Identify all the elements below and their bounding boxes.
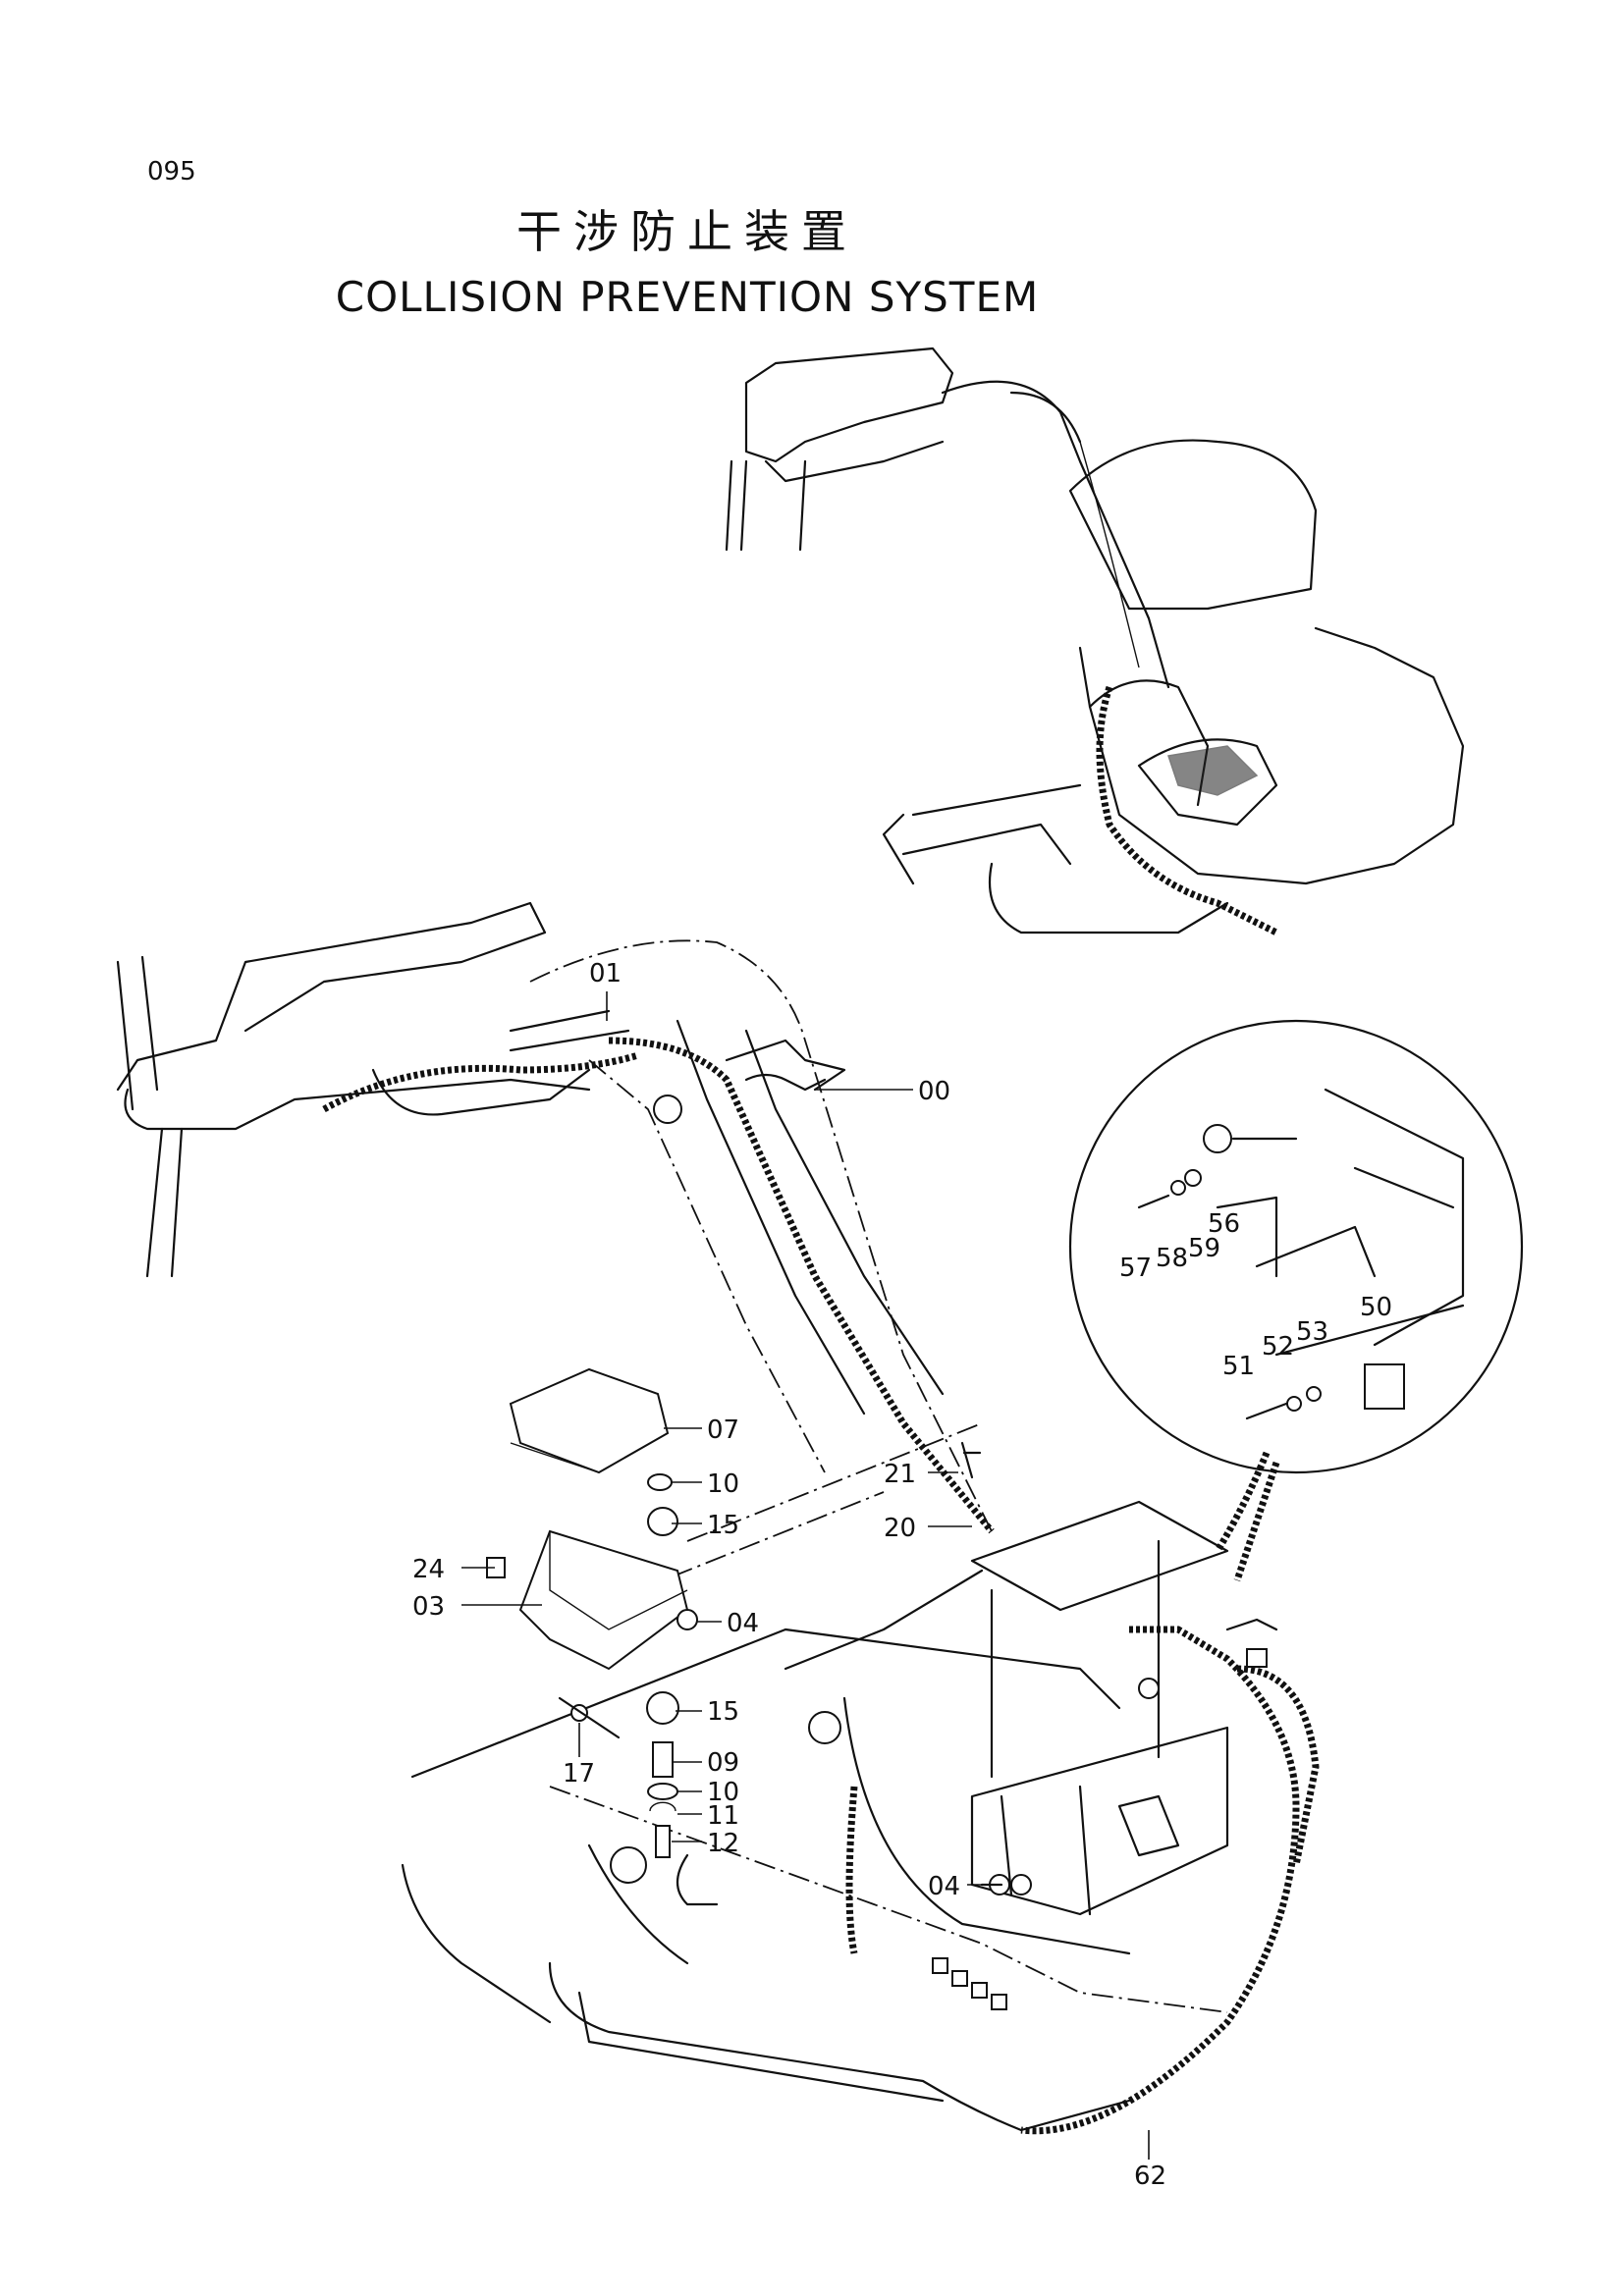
callout-leaders <box>461 991 1150 2160</box>
callout-59: 59 <box>1188 1234 1220 1263</box>
callout-04b: 04 <box>928 1872 960 1901</box>
upper-structure <box>401 1422 1228 2132</box>
callout-62: 62 <box>1134 2162 1166 2191</box>
controller-box-assembly <box>845 1500 1320 2135</box>
callout-10a: 10 <box>707 1469 739 1499</box>
callout-07: 07 <box>707 1415 739 1445</box>
callout-09: 09 <box>707 1748 739 1778</box>
callout-00: 00 <box>918 1077 950 1106</box>
callout-labels: 00 01 07 10 15 21 20 24 03 04 15 17 09 1… <box>412 959 1392 2191</box>
callout-04a: 04 <box>727 1609 759 1638</box>
callout-24: 24 <box>412 1555 445 1584</box>
callout-50: 50 <box>1360 1293 1392 1322</box>
callout-58: 58 <box>1156 1244 1188 1273</box>
callout-12: 12 <box>707 1829 739 1858</box>
title-english: COLLISION PREVENTION SYSTEM <box>335 273 1040 321</box>
callout-15b: 15 <box>707 1697 739 1727</box>
overview-excavator <box>725 347 1465 936</box>
page-number: 095 <box>147 157 196 187</box>
callout-17: 17 <box>563 1759 595 1789</box>
callout-10b: 10 <box>707 1778 739 1807</box>
callout-03: 03 <box>412 1592 445 1622</box>
callout-15a: 15 <box>707 1511 739 1540</box>
exploded-small-parts <box>486 1367 1010 1896</box>
title-chinese: 干涉防止装置 <box>516 205 858 258</box>
main-boom-arm <box>116 901 995 1534</box>
callout-53: 53 <box>1296 1317 1328 1347</box>
callout-56: 56 <box>1208 1209 1240 1239</box>
callout-01: 01 <box>589 959 622 988</box>
callout-11: 11 <box>707 1801 739 1831</box>
detail-circle <box>1068 1019 1524 1582</box>
title-block: 干涉防止装置 COLLISION PREVENTION SYSTEM <box>0 196 1375 321</box>
callout-57: 57 <box>1119 1254 1152 1283</box>
callout-21: 21 <box>884 1460 916 1489</box>
callout-20: 20 <box>884 1514 916 1543</box>
callout-52: 52 <box>1262 1332 1294 1362</box>
callout-51: 51 <box>1222 1352 1255 1381</box>
